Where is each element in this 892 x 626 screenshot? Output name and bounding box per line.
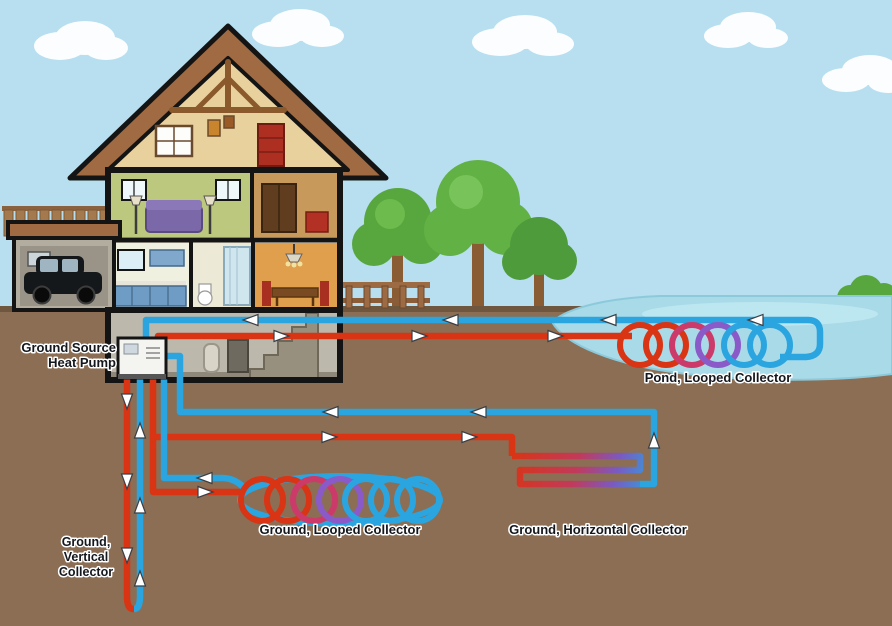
garage-roof: [6, 220, 122, 240]
vertical-collector-up-pipe: [133, 376, 144, 613]
vertical-collector-label-line1: Ground,: [62, 535, 111, 549]
red-cabinet: [257, 123, 285, 167]
pond-collector-label: Pond, Looped Collector: [645, 370, 792, 385]
horizontal-collector-return-pipe: [166, 352, 658, 488]
ground-horizontal-collector-label: Ground, Horizontal Collector: [509, 522, 687, 537]
picture-frame: [223, 115, 235, 129]
vertical-collector-down-pipe: [123, 376, 137, 613]
pond-looped-collector-coil: [617, 322, 793, 368]
kitchen-contents: [113, 249, 187, 307]
trees: [352, 160, 892, 315]
living-room-contents: [121, 179, 241, 234]
water-heater: [203, 343, 220, 373]
cloud: [252, 9, 344, 47]
garage: [6, 220, 122, 312]
cloud: [704, 12, 788, 48]
fence-right: [342, 282, 430, 309]
attic-room: [154, 115, 285, 167]
cloud: [34, 21, 128, 60]
vertical-collector-label-line2: Vertical: [64, 550, 108, 564]
wardrobe-room-contents: [261, 183, 329, 233]
house: [6, 23, 389, 383]
ground-looped-collector-label: Ground, Looped Collector: [259, 522, 420, 537]
heat-pump-unit: [116, 336, 168, 380]
picture-frame: [207, 119, 221, 137]
ground-surface-edge: [0, 306, 892, 312]
bathroom-contents: [197, 246, 251, 306]
looped-collector-supply-pipe: [149, 376, 246, 496]
suv: [24, 256, 102, 305]
red-chair: [305, 211, 329, 233]
heat-pump-label-line2: Heat Pump: [48, 355, 116, 370]
dining-room-contents: [262, 244, 329, 306]
vertical-collector-label-line3: Collector: [59, 565, 113, 579]
tree: [424, 160, 533, 315]
cold-pipes: [133, 316, 824, 613]
clouds: [34, 9, 892, 93]
ground-looped-collector-coil: [237, 473, 443, 527]
diagram-labels: Ground Source Heat Pump Pond, Looped Col…: [20, 339, 793, 581]
ground-horizontal-collector-pipe: [512, 452, 644, 488]
tree: [502, 217, 577, 315]
heat-pump-label-line1: Ground Source: [21, 340, 116, 355]
cloud: [472, 15, 574, 56]
horizontal-collector-supply-pipe: [153, 433, 516, 456]
pond-return-pipe: [142, 316, 824, 361]
furnace: [227, 339, 249, 373]
attic-truss: [169, 59, 287, 113]
cloud: [822, 55, 892, 93]
dining-table: [271, 287, 319, 298]
